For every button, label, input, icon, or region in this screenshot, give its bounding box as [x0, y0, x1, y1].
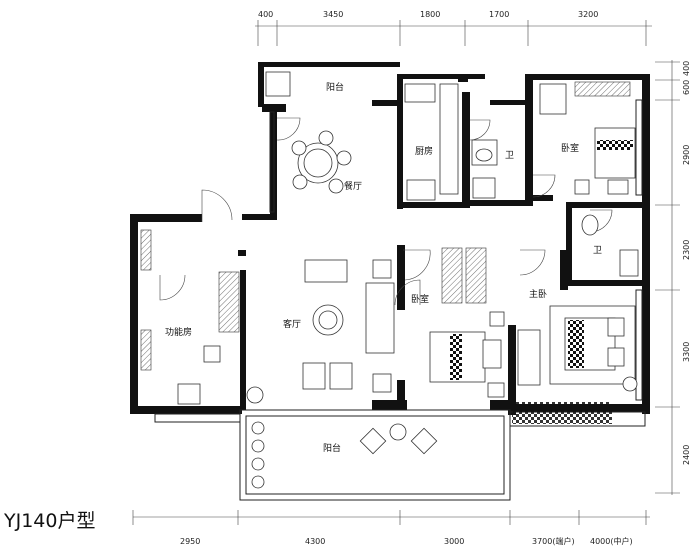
- room-balcony-top: 阳台: [326, 81, 344, 93]
- dim-top-5: 3200: [578, 10, 598, 19]
- dim-bottom-3: 3000: [444, 537, 464, 546]
- furniture: [177, 71, 639, 489]
- dim-top-1: 400: [258, 10, 273, 19]
- room-function: 功能房: [165, 326, 192, 338]
- dim-top-2: 3450: [323, 10, 343, 19]
- dimension-labels: 400 3450 1800 1700 3200 2950 4300 3000 3…: [180, 10, 633, 546]
- plan-title: YJ140户型: [3, 510, 95, 532]
- dim-bottom-5: 4000(中户): [590, 536, 633, 546]
- room-labels: 阳台 厨房 卫 卧室 餐厅 卫 功能房 客厅 卧室 主卧 阳台: [165, 81, 602, 454]
- room-balcony-bottom: 阳台: [323, 442, 341, 454]
- room-kitchen: 厨房: [415, 145, 433, 157]
- doors: [159, 117, 613, 306]
- dim-right-3: 2900: [682, 145, 691, 165]
- dim-top-4: 1700: [489, 10, 509, 19]
- room-living: 客厅: [283, 318, 301, 330]
- room-bath-2: 卫: [593, 246, 602, 256]
- room-master-bedroom: 主卧: [529, 288, 547, 300]
- room-bath-1: 卫: [505, 151, 514, 161]
- room-bedroom-ne: 卧室: [561, 142, 579, 154]
- room-bedroom-mid: 卧室: [411, 293, 429, 305]
- windows: [140, 99, 646, 501]
- dim-bottom-1: 2950: [180, 537, 200, 546]
- dimension-lines: [132, 20, 680, 525]
- dim-right-6: 2400: [682, 445, 691, 465]
- dim-bottom-2: 4300: [305, 537, 325, 546]
- dimension-labels-right: 400 600 2900 2300 3300 2400: [682, 61, 691, 465]
- room-dining: 餐厅: [344, 180, 362, 192]
- dim-right-5: 3300: [682, 342, 691, 362]
- dim-right-4: 2300: [682, 240, 691, 260]
- dim-top-3: 1800: [420, 10, 440, 19]
- dim-right-1: 400: [682, 61, 691, 76]
- dim-right-2: 600: [682, 80, 691, 95]
- dim-bottom-4: 3700(端户): [532, 536, 575, 546]
